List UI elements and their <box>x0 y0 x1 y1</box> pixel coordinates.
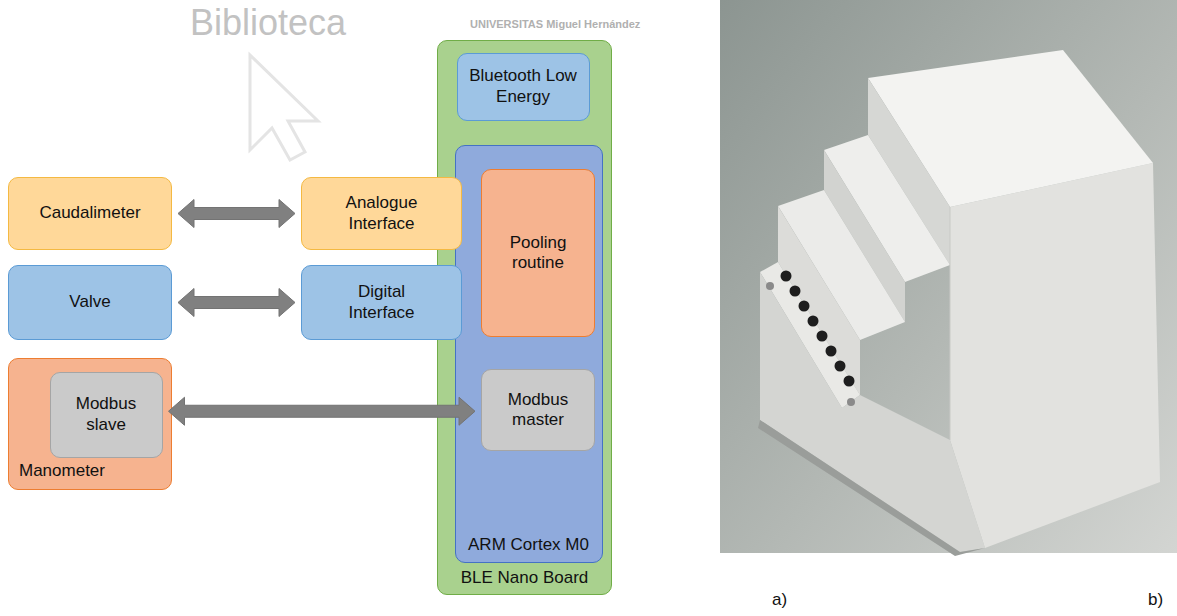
node-label: Analogue Interface <box>326 193 438 234</box>
node-label: Modbus master <box>492 390 584 431</box>
node-label: Caudalimeter <box>39 203 140 223</box>
double-arrow <box>169 397 476 425</box>
node-label: Bluetooth Low Energy <box>467 66 579 107</box>
watermark-cursor <box>250 55 318 160</box>
node-label: BLE Nano Board <box>461 568 589 588</box>
device-box: Caudalimeter <box>8 177 172 250</box>
node-label: ARM Cortex M0 <box>468 535 589 555</box>
interface-box: Digital Interface <box>301 265 462 340</box>
module-box: Bluetooth Low Energy <box>457 53 590 121</box>
node-label: Digital Interface <box>326 282 438 323</box>
watermark-text: Biblioteca <box>190 2 346 44</box>
double-arrow <box>178 289 295 317</box>
node-label: Pooling routine <box>492 233 584 274</box>
node-label: Valve <box>69 292 110 312</box>
node-label: Modbus slave <box>60 394 152 435</box>
process-box: Pooling routine <box>481 169 595 337</box>
interface-box: Analogue Interface <box>301 177 462 250</box>
device-box: Valve <box>8 265 172 340</box>
protocol-box: Modbus slave <box>50 372 163 458</box>
panel-label: a) <box>772 590 787 610</box>
panel-label: b) <box>1148 590 1163 610</box>
enclosure-photo <box>720 0 1177 556</box>
node-label: Manometer <box>19 461 105 481</box>
protocol-box: Modbus master <box>481 369 595 451</box>
double-arrow <box>178 200 295 228</box>
processor-box: Pooling routineModbus masterARM Cortex M… <box>455 145 603 563</box>
board-panel: Bluetooth Low EnergyPooling routineModbu… <box>437 40 612 595</box>
watermark-text: UNIVERSITAS Miguel Hernández <box>470 18 640 30</box>
device-box: Modbus slaveManometer <box>8 358 172 490</box>
